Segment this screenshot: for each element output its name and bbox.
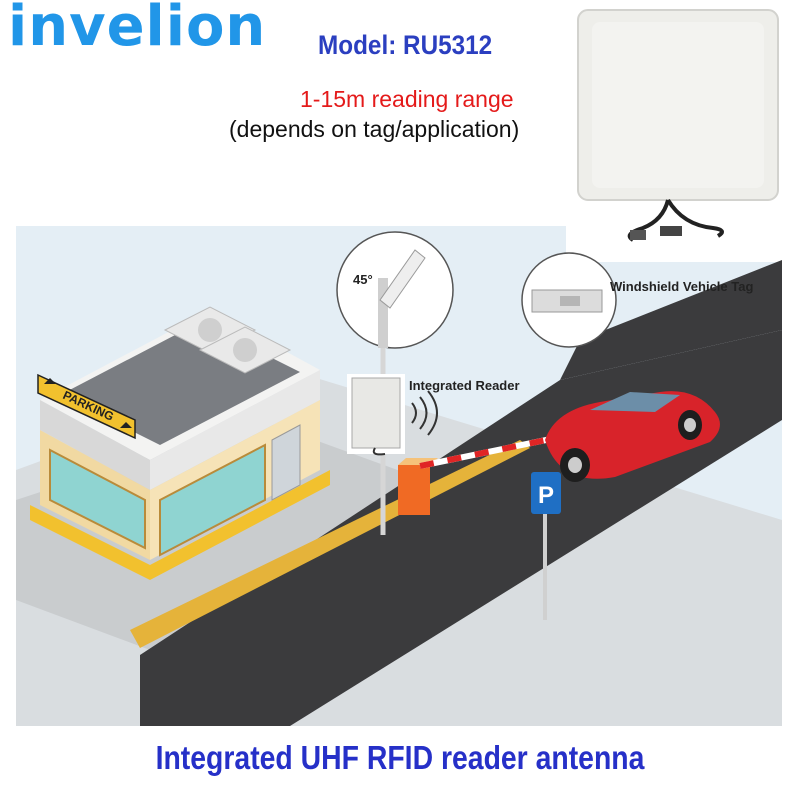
windshield-tag-label: Windshield Vehicle Tag xyxy=(610,279,754,294)
integrated-reader-label: Integrated Reader xyxy=(409,378,520,393)
windshield-tag-zoom xyxy=(521,252,617,348)
road-far xyxy=(560,260,782,380)
product-caption: Integrated UHF RFID reader antenna xyxy=(155,739,645,776)
parking-arrow-icon xyxy=(44,378,56,384)
integrated-reader-zoom xyxy=(347,374,405,456)
mount-angle-label: 45° xyxy=(353,272,373,287)
reading-range: 1-15m reading range xyxy=(300,86,514,112)
range-note: (depends on tag/application) xyxy=(229,116,520,142)
wireless-signal-icon xyxy=(411,390,438,436)
model-number: Model: RU5312 xyxy=(318,30,493,60)
antenna-angle-zoom xyxy=(336,231,454,349)
parking-sign-icon xyxy=(531,472,561,514)
barrier-gate xyxy=(398,465,430,515)
red-car xyxy=(545,391,720,482)
parking-arrow-icon xyxy=(120,422,132,428)
parking-sign-letter: P xyxy=(538,482,554,509)
antenna-product-photo xyxy=(577,9,779,242)
brand-logo: invelion xyxy=(8,0,267,59)
parking-banner xyxy=(37,373,136,440)
